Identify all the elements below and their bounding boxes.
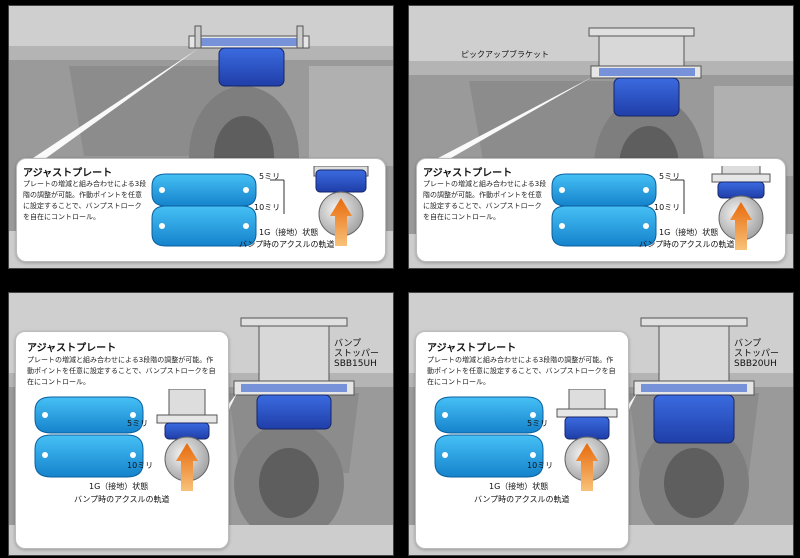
plate-10mm-label: 10ミリ <box>127 461 154 470</box>
callout-description: プレートの増減と組み合わせによる3段階の調整が可能。作動ポイントを任意に設定する… <box>423 180 547 221</box>
bump-arrow-icon <box>330 198 352 246</box>
state-1g-label: 1G（接地）状態 <box>89 482 149 491</box>
plate-10mm-label: 10ミリ <box>654 203 681 212</box>
stopper-detail <box>156 389 218 440</box>
bump-arrow-icon <box>176 443 198 491</box>
axle-path-label: バンプ時のアクスルの軌道 <box>74 495 170 504</box>
plate-5mm-label: 5ミリ <box>259 172 281 181</box>
panel-3: バンプ ストッパー SBB15UH アジャストプレート プレートの増減と組み合わ… <box>8 292 394 556</box>
axle-path-label: バンプ時のアクスルの軌道 <box>639 240 735 249</box>
callout-description: プレートの増減と組み合わせによる3段階の調整が可能。作動ポイントを任意に設定する… <box>23 180 147 221</box>
adjust-plate-10mm <box>551 205 657 247</box>
product-code: SBB15UH <box>334 359 377 369</box>
adjust-plate-10mm <box>151 205 257 247</box>
state-1g-label: 1G（接地）状態 <box>659 228 719 237</box>
plate-diagram <box>151 166 369 247</box>
plate-5mm-label: 5ミリ <box>127 419 149 428</box>
panel-2: ピックアップブラケット アジャストプレート プレートの増減と組み合わせによる3段… <box>408 5 794 269</box>
pickup-bracket-label: ピックアップブラケット <box>461 50 549 59</box>
adjust-plate-10mm <box>34 434 144 478</box>
product-line2: ストッパー <box>734 349 780 359</box>
panel-1: アジャストプレート プレートの増減と組み合わせによる3段階の調整が可能。作動ポイ… <box>8 5 394 269</box>
plate-diagram <box>551 166 771 250</box>
bump-arrow-icon <box>730 202 752 250</box>
adjust-plate-10mm <box>434 434 544 478</box>
product-label: バンプ ストッパー SBB15UH <box>334 339 379 369</box>
panel-4: バンプ ストッパー SBB20UH アジャストプレート プレートの増減と組み合わ… <box>408 292 794 556</box>
plate-diagram <box>34 389 218 491</box>
callout-description: プレートの増減と組み合わせによる3段階の調整が可能。作動ポイントを任意に設定する… <box>427 356 616 386</box>
stopper-detail <box>313 166 369 193</box>
plate-5mm-label: 5ミリ <box>527 419 549 428</box>
axle-path-label: バンプ時のアクスルの軌道 <box>239 240 335 249</box>
stopper-detail <box>711 166 771 199</box>
axle-path-label: バンプ時のアクスルの軌道 <box>474 495 570 504</box>
callout-title: アジャストプレート <box>23 168 113 179</box>
callout-description: プレートの増減と組み合わせによる3段階の調整が可能。作動ポイントを任意に設定する… <box>27 356 216 386</box>
stopper-detail <box>556 389 618 440</box>
callout-title: アジャストプレート <box>427 343 517 354</box>
bump-arrow-icon <box>576 443 598 491</box>
callout-title: アジャストプレート <box>423 168 513 179</box>
plate-diagram <box>434 389 618 491</box>
plate-10mm-label: 10ミリ <box>527 461 554 470</box>
state-1g-label: 1G（接地）状態 <box>259 228 319 237</box>
product-line1: バンプ <box>734 339 762 349</box>
plate-5mm-label: 5ミリ <box>659 172 681 181</box>
adjust-plate-5mm <box>551 173 657 207</box>
plate-10mm-label: 10ミリ <box>254 203 281 212</box>
state-1g-label: 1G（接地）状態 <box>489 482 549 491</box>
adjust-plate-5mm <box>34 396 144 434</box>
product-label: バンプ ストッパー SBB20UH <box>734 339 779 369</box>
adjust-plate-5mm <box>434 396 544 434</box>
product-code: SBB20UH <box>734 359 777 369</box>
callout-title: アジャストプレート <box>27 343 117 354</box>
product-line2: ストッパー <box>334 349 380 359</box>
adjust-plate-5mm <box>151 173 257 207</box>
product-line1: バンプ <box>334 339 362 349</box>
